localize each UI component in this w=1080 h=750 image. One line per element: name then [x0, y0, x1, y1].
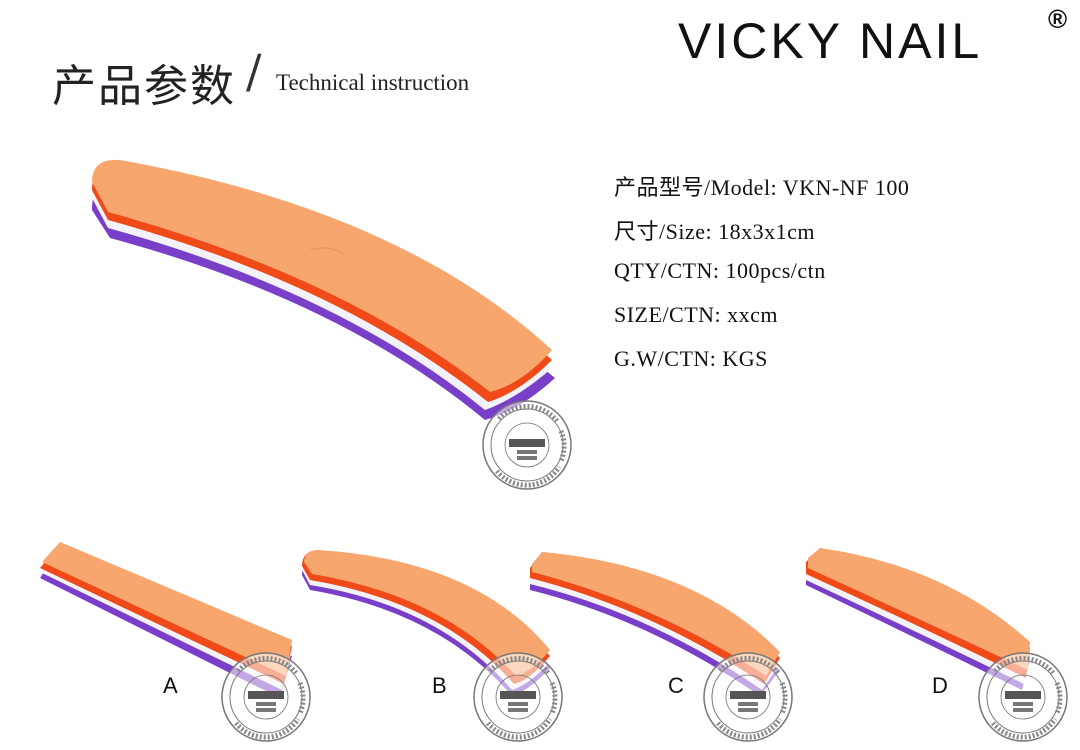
variant-label-a: A	[163, 673, 178, 698]
page-title-en: Technical instruction	[276, 70, 470, 95]
variant-label-b: B	[432, 673, 447, 698]
title-separator: /	[246, 44, 262, 98]
spec-model: 产品型号/Model: VKN-NF 100	[614, 175, 910, 200]
spec-size-ctn: SIZE/CTN: xxcm	[614, 302, 779, 327]
nail-file-variant-b	[302, 550, 550, 696]
nail-file-variant-c	[530, 552, 780, 696]
watermark-stamp-a	[222, 653, 310, 741]
variant-label-c: C	[668, 673, 684, 698]
registered-mark: ®	[1048, 4, 1068, 34]
variant-label-d: D	[932, 673, 948, 698]
nail-file-variant-a	[40, 542, 292, 698]
nail-file-variant-d	[806, 548, 1030, 690]
watermark-stamp-c	[704, 653, 792, 741]
spec-size: 尺寸/Size: 18x3x1cm	[614, 219, 815, 244]
watermark-stamp-b	[474, 653, 562, 741]
page-title-cn: 产品参数	[52, 61, 236, 112]
spec-qty-ctn: QTY/CTN: 100pcs/ctn	[614, 258, 826, 283]
brand-logo: VICKY NAIL	[678, 13, 983, 69]
main-nail-file	[92, 159, 555, 420]
watermark-stamp-d	[979, 653, 1067, 741]
spec-gw-ctn: G.W/CTN: KGS	[614, 346, 768, 371]
watermark-stamp-main	[483, 401, 571, 489]
